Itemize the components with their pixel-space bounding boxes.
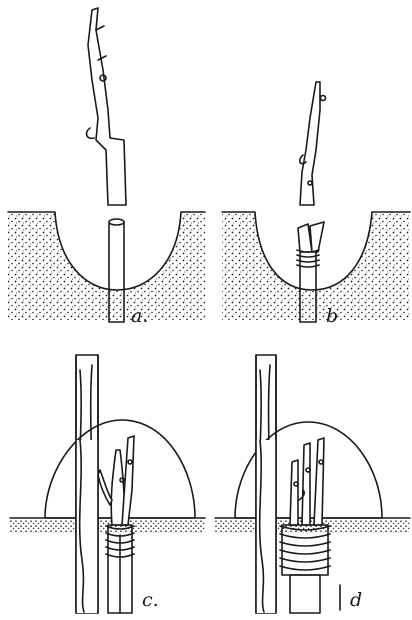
rootstock-c <box>106 525 134 613</box>
panel-label-d: d <box>350 589 362 611</box>
scions-d <box>290 438 324 525</box>
panel-label-b: b <box>326 305 338 327</box>
scion-c <box>98 436 134 525</box>
panel-b: b <box>222 82 410 327</box>
panel-c: c. <box>10 355 205 613</box>
soil-pit-a <box>8 212 205 320</box>
panel-label-c: c. <box>142 589 159 611</box>
scion-b <box>300 82 326 205</box>
panel-label-a: a. <box>131 305 148 327</box>
rootstock-d <box>280 525 330 613</box>
panel-d: d <box>215 355 410 613</box>
scion-a <box>87 8 126 205</box>
panel-a: a. <box>8 8 205 327</box>
